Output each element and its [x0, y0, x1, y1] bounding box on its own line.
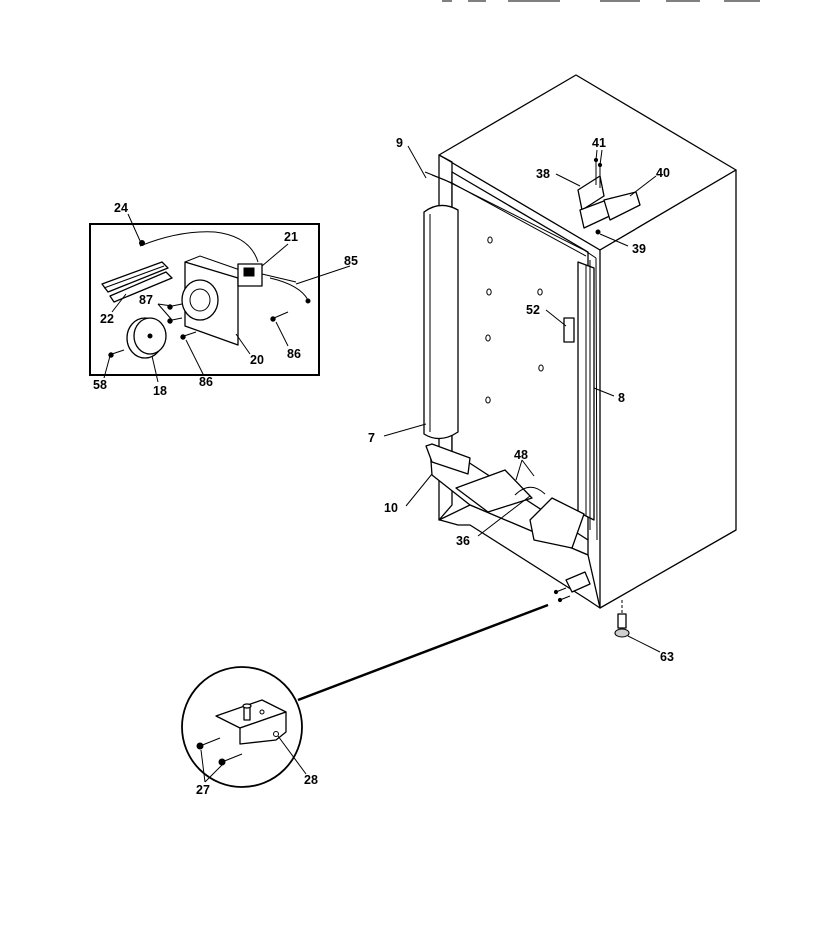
label-part-20: 20 [250, 353, 264, 367]
liner-holes [485, 236, 544, 404]
thermostat-21 [237, 263, 297, 287]
bottom-hinge-small [553, 571, 591, 603]
cabinet-base [438, 504, 601, 609]
label-part-41: 41 [592, 136, 606, 150]
bracket-52 [563, 317, 575, 343]
part-labels: 9 41 38 40 39 52 8 7 48 10 36 63 24 21 8… [93, 136, 674, 797]
floor-plate [455, 469, 533, 513]
hinge-cover-40 [603, 191, 641, 221]
label-part-10: 10 [384, 501, 398, 515]
floor-plate-right [529, 497, 585, 549]
cabinet [423, 74, 737, 638]
label-part-22: 22 [100, 312, 114, 326]
breaker-strip-bottom [425, 443, 471, 475]
label-part-7: 7 [368, 431, 375, 445]
label-part-86-right: 86 [287, 347, 301, 361]
leader-lines [103, 145, 661, 783]
label-part-87: 87 [139, 293, 153, 307]
knob-18 [126, 317, 167, 359]
label-part-9: 9 [396, 136, 403, 150]
breaker-strip-left [423, 204, 459, 440]
label-part-36: 36 [456, 534, 470, 548]
label-part-27: 27 [196, 783, 210, 797]
inset-screws [108, 303, 289, 358]
label-part-40: 40 [656, 166, 670, 180]
dial-ring [181, 279, 219, 321]
wire-85 [269, 277, 309, 301]
label-part-39: 39 [632, 242, 646, 256]
label-part-63: 63 [660, 650, 674, 664]
label-part-52: 52 [526, 303, 540, 317]
label-part-18: 18 [153, 384, 167, 398]
bottom-hinge-detail [181, 603, 549, 788]
label-part-28: 28 [304, 773, 318, 787]
label-part-21: 21 [284, 230, 298, 244]
capillary-tube [139, 231, 259, 263]
label-part-38: 38 [536, 167, 550, 181]
label-part-48: 48 [514, 448, 528, 462]
zoom-leader [297, 603, 549, 702]
label-part-24: 24 [114, 201, 128, 215]
thermostat-inset [89, 223, 320, 376]
label-part-58: 58 [93, 378, 107, 392]
leveling-leg [614, 600, 630, 638]
label-part-85: 85 [344, 254, 358, 268]
label-part-86-left: 86 [199, 375, 213, 389]
top-hinge-assembly [577, 157, 641, 235]
label-part-8: 8 [618, 391, 625, 405]
